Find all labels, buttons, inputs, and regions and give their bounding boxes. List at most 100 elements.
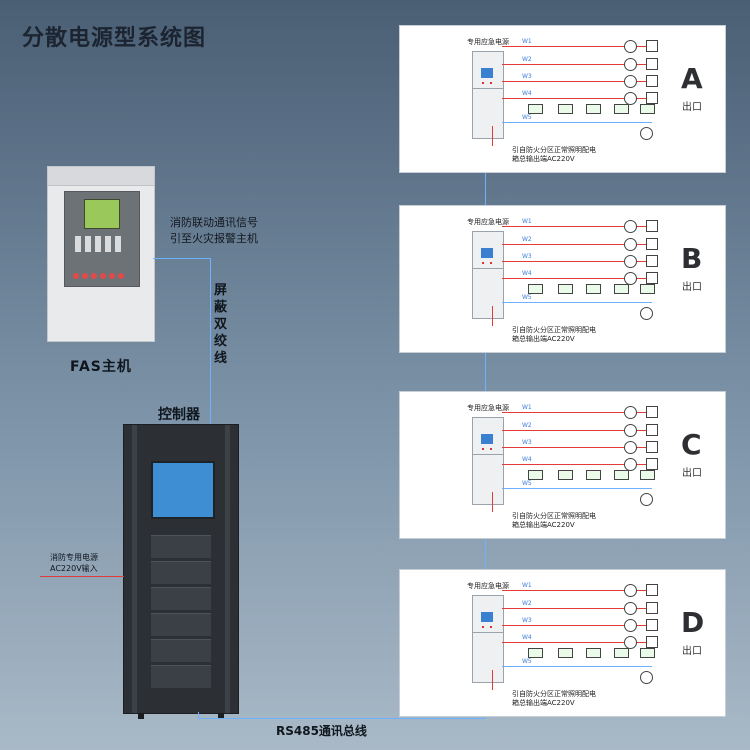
fas-signal-text-1: 消防联动通讯信号 [170,216,258,229]
exit-sign-icon [586,648,601,658]
zone-letter: A [681,62,703,95]
power-input-line [40,576,124,577]
lamp-icon [624,272,637,285]
terminal-icon [646,220,658,232]
exit-sign-icon [558,470,573,480]
exit-sign-icon [614,648,629,658]
emergency-power-box [472,595,504,683]
wire-label: W3 [522,439,532,446]
wire-label: W2 [522,422,532,429]
wire-label: W1 [522,38,532,45]
exit-sign-icon [528,284,543,294]
lamp-icon [624,424,637,437]
lamp-icon [624,75,637,88]
terminal-icon [646,441,658,453]
diagram-title: 分散电源型系统图 [22,26,207,51]
power-source-note-2: 箱总输出端AC220V [512,335,575,343]
exit-sign-icon [586,104,601,114]
lamp-icon [624,636,637,649]
wire-label: W3 [522,73,532,80]
exit-sign-icon [586,470,601,480]
controller-screen [151,461,215,519]
fas-host-unit [47,166,155,342]
fas-top-cover [48,167,154,186]
exit-sign-icon [586,284,601,294]
wire-label: W5 [522,114,532,121]
lamp-icon [624,40,637,53]
exit-sign-icon [558,648,573,658]
fas-control-panel [64,191,140,287]
controller-drawer [151,613,211,636]
exit-sign-icon [558,284,573,294]
exit-sign-icon [528,648,543,658]
controller-drawer [151,587,211,610]
wire-label: W4 [522,90,532,97]
terminal-icon [646,272,658,284]
bus-line-stub [198,712,199,719]
emergency-power-box [472,231,504,319]
rs485-bus-line-h [198,718,485,719]
zone-exit-label: 出口 [682,102,702,113]
controller-label: 控制器 [158,407,200,423]
terminal-icon [646,458,658,470]
exit-sign-icon [528,104,543,114]
terminal-icon [646,406,658,418]
fas-signal-line-h [153,258,211,259]
shielded-twisted-pair-label: 屏蔽双绞线 [214,283,228,366]
zone-exit-label: 出口 [682,646,702,657]
lamp-icon [624,602,637,615]
power-source-note-1: 引自防火分区正常照明配电 [512,146,596,154]
lamp-icon [624,58,637,71]
emergency-power-box [472,51,504,139]
terminal-icon [646,255,658,267]
wire-label: W2 [522,236,532,243]
lamp-icon [624,406,637,419]
wire-label: W4 [522,634,532,641]
terminal-icon [646,636,658,648]
fas-key-row [75,236,129,254]
wire-label: W1 [522,582,532,589]
terminal-icon [646,40,658,52]
power-source-note-2: 箱总输出端AC220V [512,521,575,529]
controller-drawer [151,535,211,558]
power-source-note-1: 引自防火分区正常照明配电 [512,512,596,520]
emergency-light-icon [640,127,653,140]
fas-indicator-row [73,264,133,279]
lamp-icon [624,92,637,105]
lamp-icon [624,619,637,632]
lamp-icon [624,584,637,597]
exit-sign-icon [614,470,629,480]
fas-screen [84,199,120,229]
controller-drawer [151,561,211,584]
exit-sign-icon [614,284,629,294]
wire-label: W2 [522,56,532,63]
wire-label: W3 [522,617,532,624]
power-source-note-1: 引自防火分区正常照明配电 [512,690,596,698]
terminal-icon [646,424,658,436]
fas-host-label: FAS主机 [70,359,132,375]
controller-cabinet [123,424,239,719]
power-input-text-1: 消防专用电源 [50,553,98,562]
terminal-icon [646,602,658,614]
fas-signal-line-v [210,258,211,424]
rs485-bus-label: RS485通讯总线 [276,724,367,738]
zone-letter: D [681,606,705,639]
exit-sign-icon [640,470,655,480]
wire-label: W5 [522,658,532,665]
emergency-power-header: 专用应急电源 [467,38,509,46]
exit-sign-icon [558,104,573,114]
zone-letter: C [681,428,702,461]
emergency-power-box [472,417,504,505]
emergency-light-icon [640,307,653,320]
terminal-icon [646,92,658,104]
terminal-icon [646,58,658,70]
wire-label: W3 [522,253,532,260]
controller-drawer [151,639,211,662]
exit-sign-icon [640,104,655,114]
exit-sign-icon [614,104,629,114]
emergency-light-icon [640,671,653,684]
lamp-icon [624,255,637,268]
